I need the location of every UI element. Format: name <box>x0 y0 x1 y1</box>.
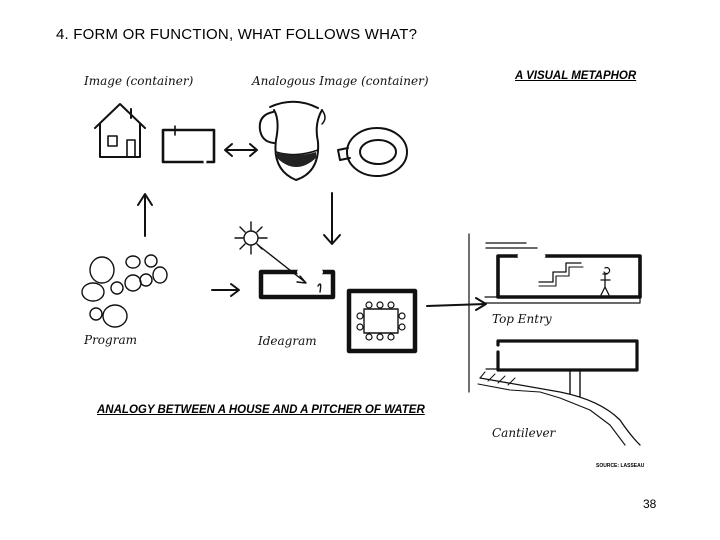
program-bubbles <box>81 254 168 328</box>
right-arrow-icon <box>211 283 240 297</box>
analogy-caption: ANALOGY BETWEEN A HOUSE AND A PITCHER OF… <box>97 404 425 416</box>
down-arrow-icon <box>323 192 341 245</box>
pitcher-icon <box>258 100 326 181</box>
page-title: 4. FORM OR FUNCTION, WHAT FOLLOWS WHAT? <box>56 26 418 43</box>
ideagram-label: Ideagram <box>258 334 317 348</box>
double-arrow-icon <box>224 143 258 157</box>
right-arrow-icon <box>426 297 487 311</box>
top-entry-section <box>484 242 642 304</box>
analogous-image-label: Analogous Image (container) <box>252 74 429 88</box>
house-icon <box>94 103 146 158</box>
house-plan-icon <box>161 125 216 164</box>
source-credit: SOURCE: LASSEAU <box>596 463 645 469</box>
ideagram-box-bottom <box>346 288 418 354</box>
bowl-icon <box>337 127 408 177</box>
up-arrow-icon <box>137 193 153 237</box>
top-entry-label: Top Entry <box>492 312 552 326</box>
cantilever-label: Cantilever <box>492 426 556 440</box>
page-number: 38 <box>643 497 657 511</box>
ideagram-box-top <box>258 269 336 300</box>
cantilever-section <box>477 339 641 446</box>
sun-icon <box>234 221 307 284</box>
image-container-label: Image (container) <box>84 74 194 88</box>
visual-metaphor-caption: A VISUAL METAPHOR <box>515 70 637 82</box>
program-label: Program <box>84 333 137 347</box>
